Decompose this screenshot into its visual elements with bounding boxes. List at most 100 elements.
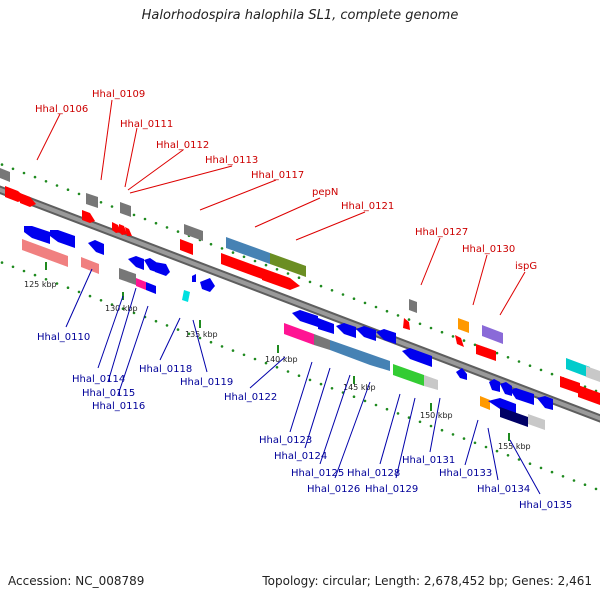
gene-label-bottom: Hhal_0129 xyxy=(365,484,418,495)
gene-label-bottom: Hhal_0131 xyxy=(402,455,455,466)
guide-dot xyxy=(495,449,499,453)
guide-dot xyxy=(517,458,521,461)
gene-features-bottom xyxy=(22,226,553,430)
guide-dot xyxy=(143,217,147,221)
gene-feature xyxy=(482,325,503,344)
gene-label-top: Hhal_0112 xyxy=(156,140,209,151)
gene-label-top: Hhal_0121 xyxy=(341,201,394,212)
guide-dot xyxy=(165,324,169,327)
gene-label-top: Hhal_0117 xyxy=(251,170,304,181)
guide-dot xyxy=(121,307,125,311)
gene-feature xyxy=(537,396,553,410)
guide-dot xyxy=(275,366,279,369)
gene-feature xyxy=(318,318,334,334)
gene-feature xyxy=(136,278,146,290)
guide-dot xyxy=(253,259,257,263)
gene-feature xyxy=(578,385,600,405)
gene-feature xyxy=(182,290,190,302)
guide-dot xyxy=(176,328,180,331)
guide-dot xyxy=(99,201,103,204)
guide-dot xyxy=(44,278,48,281)
guide-dot xyxy=(55,184,59,187)
gene-label-top: Hhal_0113 xyxy=(205,155,258,166)
guide-dot xyxy=(517,360,521,363)
top-labels: Hhal_0106 Hhal_0109 Hhal_0111 Hhal_0112 … xyxy=(35,89,537,272)
gene-feature xyxy=(119,268,136,285)
guide-dot xyxy=(253,357,257,361)
guide-dot xyxy=(11,167,15,171)
guide-dot xyxy=(77,290,81,294)
tick-label: 130 kbp xyxy=(105,304,138,313)
guide-dot xyxy=(495,351,499,355)
gene-label-top: Hhal_0109 xyxy=(92,89,145,100)
gene-label-bottom: Hhal_0122 xyxy=(224,392,277,403)
gene-feature xyxy=(112,222,121,233)
guide-dot xyxy=(385,309,389,313)
guide-dot xyxy=(77,192,81,196)
guide-dot xyxy=(132,311,136,315)
tick-label: 140 kbp xyxy=(265,355,298,364)
guide-dot xyxy=(209,340,213,344)
gene-label-bottom: Hhal_0116 xyxy=(92,401,145,412)
gene-feature xyxy=(155,262,170,276)
guide-dot xyxy=(0,163,4,166)
guide-dot xyxy=(66,286,70,290)
guide-dot xyxy=(308,280,312,284)
guide-dot xyxy=(22,269,26,273)
guide-dot xyxy=(286,272,290,275)
gene-feature xyxy=(402,348,432,367)
gene-feature xyxy=(125,227,132,236)
gene-feature xyxy=(409,299,417,313)
guide-dot xyxy=(297,276,301,280)
gene-feature xyxy=(314,334,330,350)
guide-dot xyxy=(374,403,378,407)
guide-dot xyxy=(242,255,246,259)
guide-dot xyxy=(297,374,301,378)
guide-dot xyxy=(561,475,565,478)
guide-dot xyxy=(539,368,543,372)
gene-feature xyxy=(489,379,500,392)
gene-label-bottom: Hhal_0126 xyxy=(307,484,360,495)
guide-dot xyxy=(0,261,4,264)
gene-feature xyxy=(119,224,127,235)
gene-feature xyxy=(0,168,10,182)
gene-label-bottom: Hhal_0123 xyxy=(259,435,312,446)
gene-feature xyxy=(50,230,75,248)
gene-label-top: pepN xyxy=(312,187,338,198)
guide-dot xyxy=(242,353,246,357)
guide-dot xyxy=(539,466,543,470)
guide-dot xyxy=(418,420,422,424)
gene-feature xyxy=(510,388,534,405)
gene-feature xyxy=(24,226,50,244)
gene-feature xyxy=(120,202,131,217)
guide-dot xyxy=(451,433,455,436)
top-callouts xyxy=(36,99,526,316)
gene-feature xyxy=(336,323,356,338)
guide-dot xyxy=(506,356,510,359)
gene-feature xyxy=(480,396,490,410)
gene-label-top: Hhal_0111 xyxy=(120,119,173,130)
gene-label-bottom: Hhal_0133 xyxy=(439,468,492,479)
gene-feature xyxy=(566,358,590,378)
guide-dot xyxy=(550,470,554,474)
guide-dot xyxy=(110,205,114,208)
gene-feature xyxy=(424,375,438,390)
guide-dot xyxy=(572,479,576,482)
gene-feature xyxy=(456,368,467,380)
gene-label-bottom: Hhal_0128 xyxy=(347,468,400,479)
tick-label: 155 kbp xyxy=(498,442,531,451)
gene-label-bottom: Hhal_0125 xyxy=(291,468,344,479)
tick-label: 125 kbp xyxy=(24,280,57,289)
guide-dot xyxy=(473,343,477,347)
guide-dot xyxy=(209,242,213,246)
guide-dot xyxy=(99,299,103,302)
gene-feature xyxy=(144,258,156,272)
gene-feature xyxy=(82,210,95,223)
guide-dot xyxy=(22,171,26,175)
guide-dot xyxy=(341,293,345,296)
gene-feature xyxy=(226,237,270,264)
guide-dot xyxy=(319,284,323,288)
gene-feature xyxy=(86,193,98,208)
gene-feature xyxy=(356,326,376,341)
